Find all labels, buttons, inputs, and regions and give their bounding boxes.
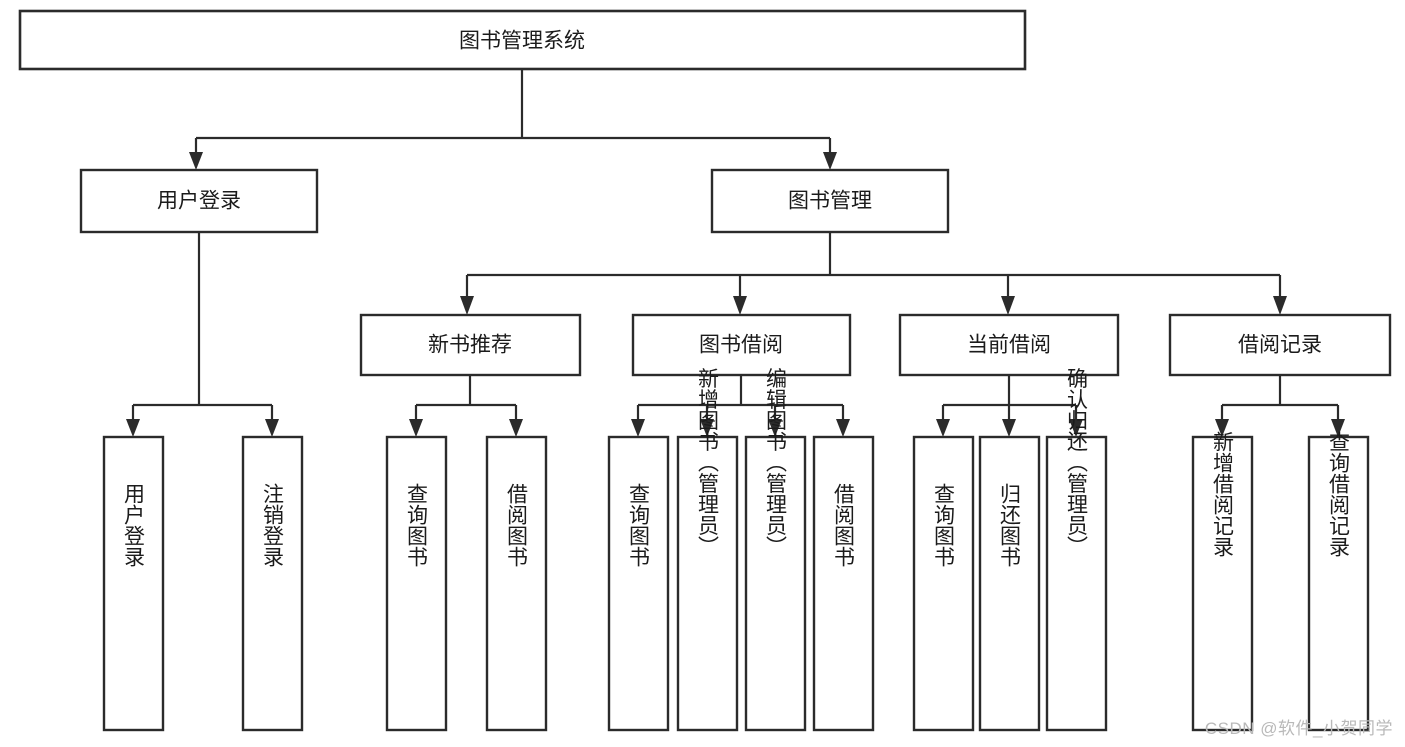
- node-leaf-logout-box[interactable]: [241, 435, 304, 732]
- node-new-book-rec-box[interactable]: [359, 313, 582, 377]
- arrow-to-leaf-add-book: [700, 419, 714, 437]
- node-leaf-borrow-book-2[interactable]: 借阅图书: [812, 435, 875, 732]
- node-leaf-add-record-box[interactable]: [1191, 435, 1254, 732]
- node-leaf-add-book-box[interactable]: [676, 435, 739, 732]
- edge-userlogin-bus: [131, 232, 274, 422]
- node-root-box[interactable]: [18, 9, 1027, 71]
- node-leaf-query-book-2-label: 查询图书: [627, 483, 651, 567]
- node-leaf-borrow-book-1-label: 借阅图书: [505, 483, 529, 567]
- node-book-manage[interactable]: 图书管理: [710, 168, 950, 234]
- node-leaf-query-record[interactable]: 查询借阅记录: [1307, 431, 1370, 732]
- arrow-to-borrow-record: [1273, 296, 1287, 315]
- node-book-borrow-box[interactable]: [631, 313, 852, 377]
- arrow-to-leaf-query-book-2: [631, 419, 645, 437]
- node-leaf-borrow-book-1-box[interactable]: [485, 435, 548, 732]
- node-leaf-query-book-1-label: 查询图书: [405, 483, 429, 567]
- node-leaf-edit-book[interactable]: 编辑图书（管理员）: [744, 368, 807, 732]
- node-leaf-add-book[interactable]: 新增图书（管理员）: [676, 368, 739, 732]
- node-leaf-user-login-label: 用户登录: [122, 483, 146, 567]
- node-leaf-return-book[interactable]: 归还图书: [978, 435, 1041, 732]
- node-book-borrow[interactable]: 图书借阅: [631, 313, 852, 377]
- node-current-borrow[interactable]: 当前借阅: [898, 313, 1120, 377]
- node-leaf-query-book-2-box[interactable]: [607, 435, 670, 732]
- node-user-login-label: 用户登录: [157, 190, 241, 213]
- arrow-to-current-borrow: [1001, 296, 1015, 315]
- arrow-to-leaf-user-login: [126, 419, 140, 437]
- edge-root-bus: [194, 69, 832, 155]
- arrow-to-leaf-confirm-return: [1069, 419, 1083, 437]
- node-leaf-confirm-return[interactable]: 确认归还（管理员）: [1045, 368, 1108, 732]
- node-book-manage-box[interactable]: [710, 168, 950, 234]
- arrow-to-leaf-query-book-3: [936, 419, 950, 437]
- node-leaf-borrow-book-2-box[interactable]: [812, 435, 875, 732]
- node-root[interactable]: 图书管理系统: [18, 9, 1027, 71]
- arrow-to-leaf-borrow-book-2: [836, 419, 850, 437]
- node-leaf-add-record[interactable]: 新增借阅记录: [1191, 431, 1254, 732]
- arrow-to-leaf-query-record: [1331, 419, 1345, 437]
- edge-currentborrow-bus: [941, 375, 1078, 422]
- arrow-to-book-manage: [823, 152, 837, 170]
- node-leaf-borrow-book-1[interactable]: 借阅图书: [485, 435, 548, 732]
- node-root-label: 图书管理系统: [459, 30, 585, 53]
- node-leaf-confirm-return-box[interactable]: [1045, 435, 1108, 732]
- node-current-borrow-label: 当前借阅: [967, 334, 1051, 357]
- node-leaf-borrow-book-2-label: 借阅图书: [832, 483, 856, 567]
- node-borrow-record-box[interactable]: [1168, 313, 1392, 377]
- node-leaf-add-record-label: 新增借阅记录: [1211, 431, 1235, 557]
- node-leaf-query-book-2[interactable]: 查询图书: [607, 435, 670, 732]
- node-leaf-return-book-box[interactable]: [978, 435, 1041, 732]
- node-leaf-query-book-1-box[interactable]: [385, 435, 448, 732]
- arrow-to-leaf-logout: [265, 419, 279, 437]
- edge-borrowrecord-bus: [1220, 375, 1340, 422]
- node-current-borrow-box[interactable]: [898, 313, 1120, 377]
- node-leaf-return-book-label: 归还图书: [998, 483, 1022, 567]
- node-leaf-user-login[interactable]: 用户登录: [102, 435, 165, 732]
- node-leaf-edit-book-box[interactable]: [744, 435, 807, 732]
- node-user-login-box[interactable]: [79, 168, 319, 234]
- arrow-to-book-borrow: [733, 296, 747, 315]
- node-leaf-query-record-box[interactable]: [1307, 435, 1370, 732]
- arrow-to-leaf-query-book-1: [409, 419, 423, 437]
- node-borrow-record[interactable]: 借阅记录: [1168, 313, 1392, 377]
- node-leaf-add-book-label: 新增图书（管理员）: [696, 368, 720, 557]
- node-leaf-query-book-3[interactable]: 查询图书: [912, 435, 975, 732]
- edge-bookmanage-bus: [465, 232, 1282, 296]
- node-leaf-edit-book-label: 编辑图书（管理员）: [764, 368, 788, 557]
- node-user-login[interactable]: 用户登录: [79, 168, 319, 234]
- node-new-book-rec[interactable]: 新书推荐: [359, 313, 582, 377]
- node-book-manage-label: 图书管理: [788, 190, 872, 213]
- arrow-to-new-book-rec: [460, 296, 474, 315]
- arrow-to-leaf-edit-book: [768, 419, 782, 437]
- arrow-to-leaf-borrow-book-1: [509, 419, 523, 437]
- node-borrow-record-label: 借阅记录: [1238, 334, 1322, 357]
- arrow-to-leaf-return-book: [1002, 419, 1016, 437]
- node-leaf-confirm-return-label: 确认归还（管理员）: [1065, 368, 1089, 557]
- node-leaf-user-login-box[interactable]: [102, 435, 165, 732]
- node-leaf-logout-label: 注销登录: [261, 483, 285, 567]
- node-book-borrow-label: 图书借阅: [699, 334, 783, 357]
- node-leaf-query-book-3-label: 查询图书: [932, 483, 956, 567]
- node-leaf-logout[interactable]: 注销登录: [241, 435, 304, 732]
- node-leaf-query-book-3-box[interactable]: [912, 435, 975, 732]
- edge-newbook-bus: [414, 375, 518, 422]
- node-leaf-query-book-1[interactable]: 查询图书: [385, 435, 448, 732]
- edge-bookborrow-bus: [636, 375, 845, 422]
- connector-layer: [126, 69, 1345, 437]
- node-leaf-query-record-label: 查询借阅记录: [1327, 431, 1351, 557]
- arrow-to-user-login: [189, 152, 203, 170]
- arrow-to-leaf-add-record: [1215, 419, 1229, 437]
- node-new-book-rec-label: 新书推荐: [428, 334, 512, 357]
